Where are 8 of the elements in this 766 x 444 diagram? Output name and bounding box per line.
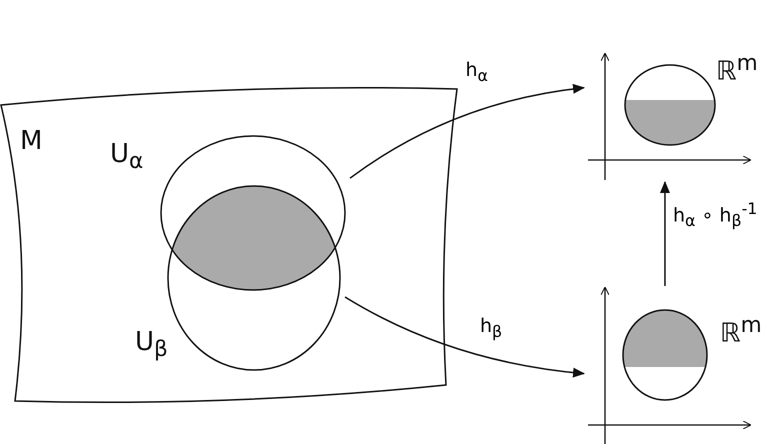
manifold-label: M <box>20 127 42 156</box>
arrow <box>344 296 585 378</box>
space-label: ℝ$^{m}$ <box>720 314 762 348</box>
arrow <box>660 181 670 286</box>
arrow <box>350 84 585 179</box>
set-label: U$_{α}$ <box>110 140 144 174</box>
set-label: U$_{β}$ <box>135 328 168 362</box>
space-label: ℝ$^{m}$ <box>716 52 758 86</box>
